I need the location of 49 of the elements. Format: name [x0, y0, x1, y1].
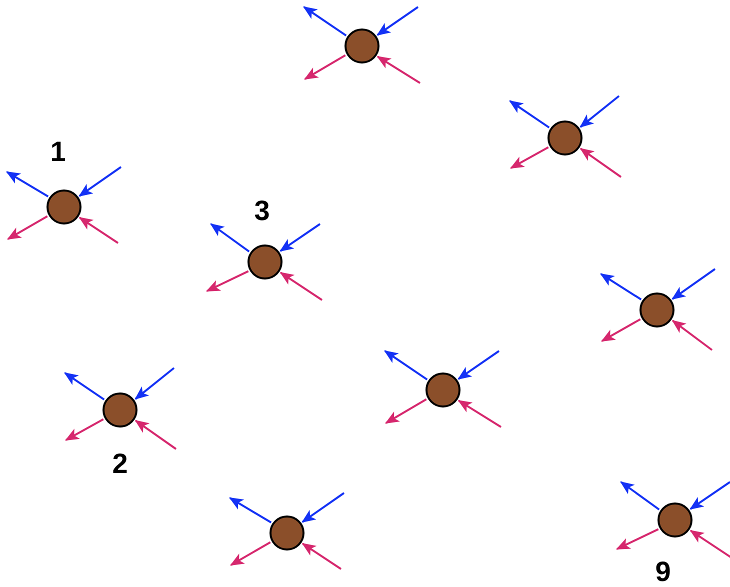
arrow	[302, 542, 342, 570]
arrow	[7, 215, 48, 240]
arrow	[376, 56, 421, 84]
arrow	[672, 320, 713, 351]
arrow	[280, 223, 321, 252]
arrow	[600, 318, 641, 342]
arrow	[510, 146, 549, 169]
circle-node	[344, 28, 380, 64]
arrow	[229, 497, 272, 524]
arrow	[616, 528, 659, 550]
arrow	[509, 100, 550, 128]
node-number: 1	[50, 138, 66, 166]
arrow	[280, 272, 323, 301]
arrow	[303, 6, 347, 36]
arrow	[672, 268, 716, 300]
arrow	[64, 372, 105, 400]
node-number: 9	[655, 558, 671, 586]
arrow	[690, 530, 730, 559]
circle-node	[547, 120, 583, 156]
arrow	[385, 398, 427, 424]
node-number: 3	[254, 197, 270, 225]
arrow	[580, 95, 620, 128]
arrow	[600, 273, 642, 300]
arrow	[458, 350, 500, 380]
arrow	[206, 270, 249, 292]
arrow	[620, 481, 660, 510]
arrow	[304, 54, 346, 80]
arrow	[376, 6, 419, 36]
circle-node	[639, 292, 675, 328]
arrow	[64, 418, 104, 441]
arrow	[458, 400, 502, 428]
node-number: 2	[112, 450, 128, 478]
arrow	[134, 420, 177, 450]
arrow	[302, 492, 345, 523]
circle-node	[425, 372, 461, 408]
arrow	[580, 148, 622, 178]
circle-node	[657, 502, 693, 538]
arrow	[384, 350, 428, 380]
arrow	[690, 481, 730, 510]
circle-node	[46, 189, 82, 225]
arrow	[78, 216, 119, 244]
arrow	[78, 166, 122, 197]
circle-node	[102, 392, 138, 428]
arrow	[210, 223, 250, 252]
circle-node	[247, 244, 283, 280]
arrow	[134, 367, 175, 400]
circle-node	[269, 515, 305, 551]
arrow	[230, 541, 271, 566]
arrow	[6, 171, 49, 198]
